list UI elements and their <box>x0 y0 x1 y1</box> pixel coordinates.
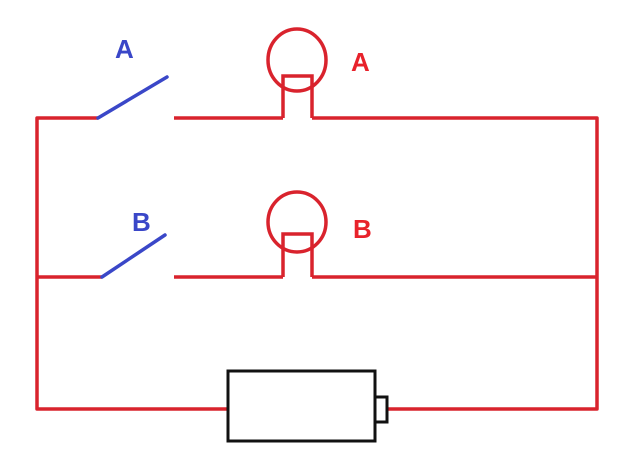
bulb-a <box>266 27 328 118</box>
bulb-label-a: A <box>351 47 370 77</box>
circuit-wires <box>35 116 599 411</box>
bulb-b <box>266 190 328 277</box>
bulb-b-base <box>281 232 314 277</box>
bulb-a-base <box>281 74 314 118</box>
battery <box>226 369 389 443</box>
wire-top-left <box>35 116 228 411</box>
bulb-b-glass <box>266 190 328 254</box>
switch-label-b: B <box>132 207 151 237</box>
wire-top-right <box>312 116 599 411</box>
bulb-a-glass <box>266 27 328 93</box>
switch-a <box>96 75 169 120</box>
switch-label-a: A <box>115 34 134 64</box>
switch-b <box>100 233 167 279</box>
battery-body <box>226 369 377 443</box>
battery-terminal <box>373 395 389 424</box>
bulb-label-b: B <box>353 214 372 244</box>
